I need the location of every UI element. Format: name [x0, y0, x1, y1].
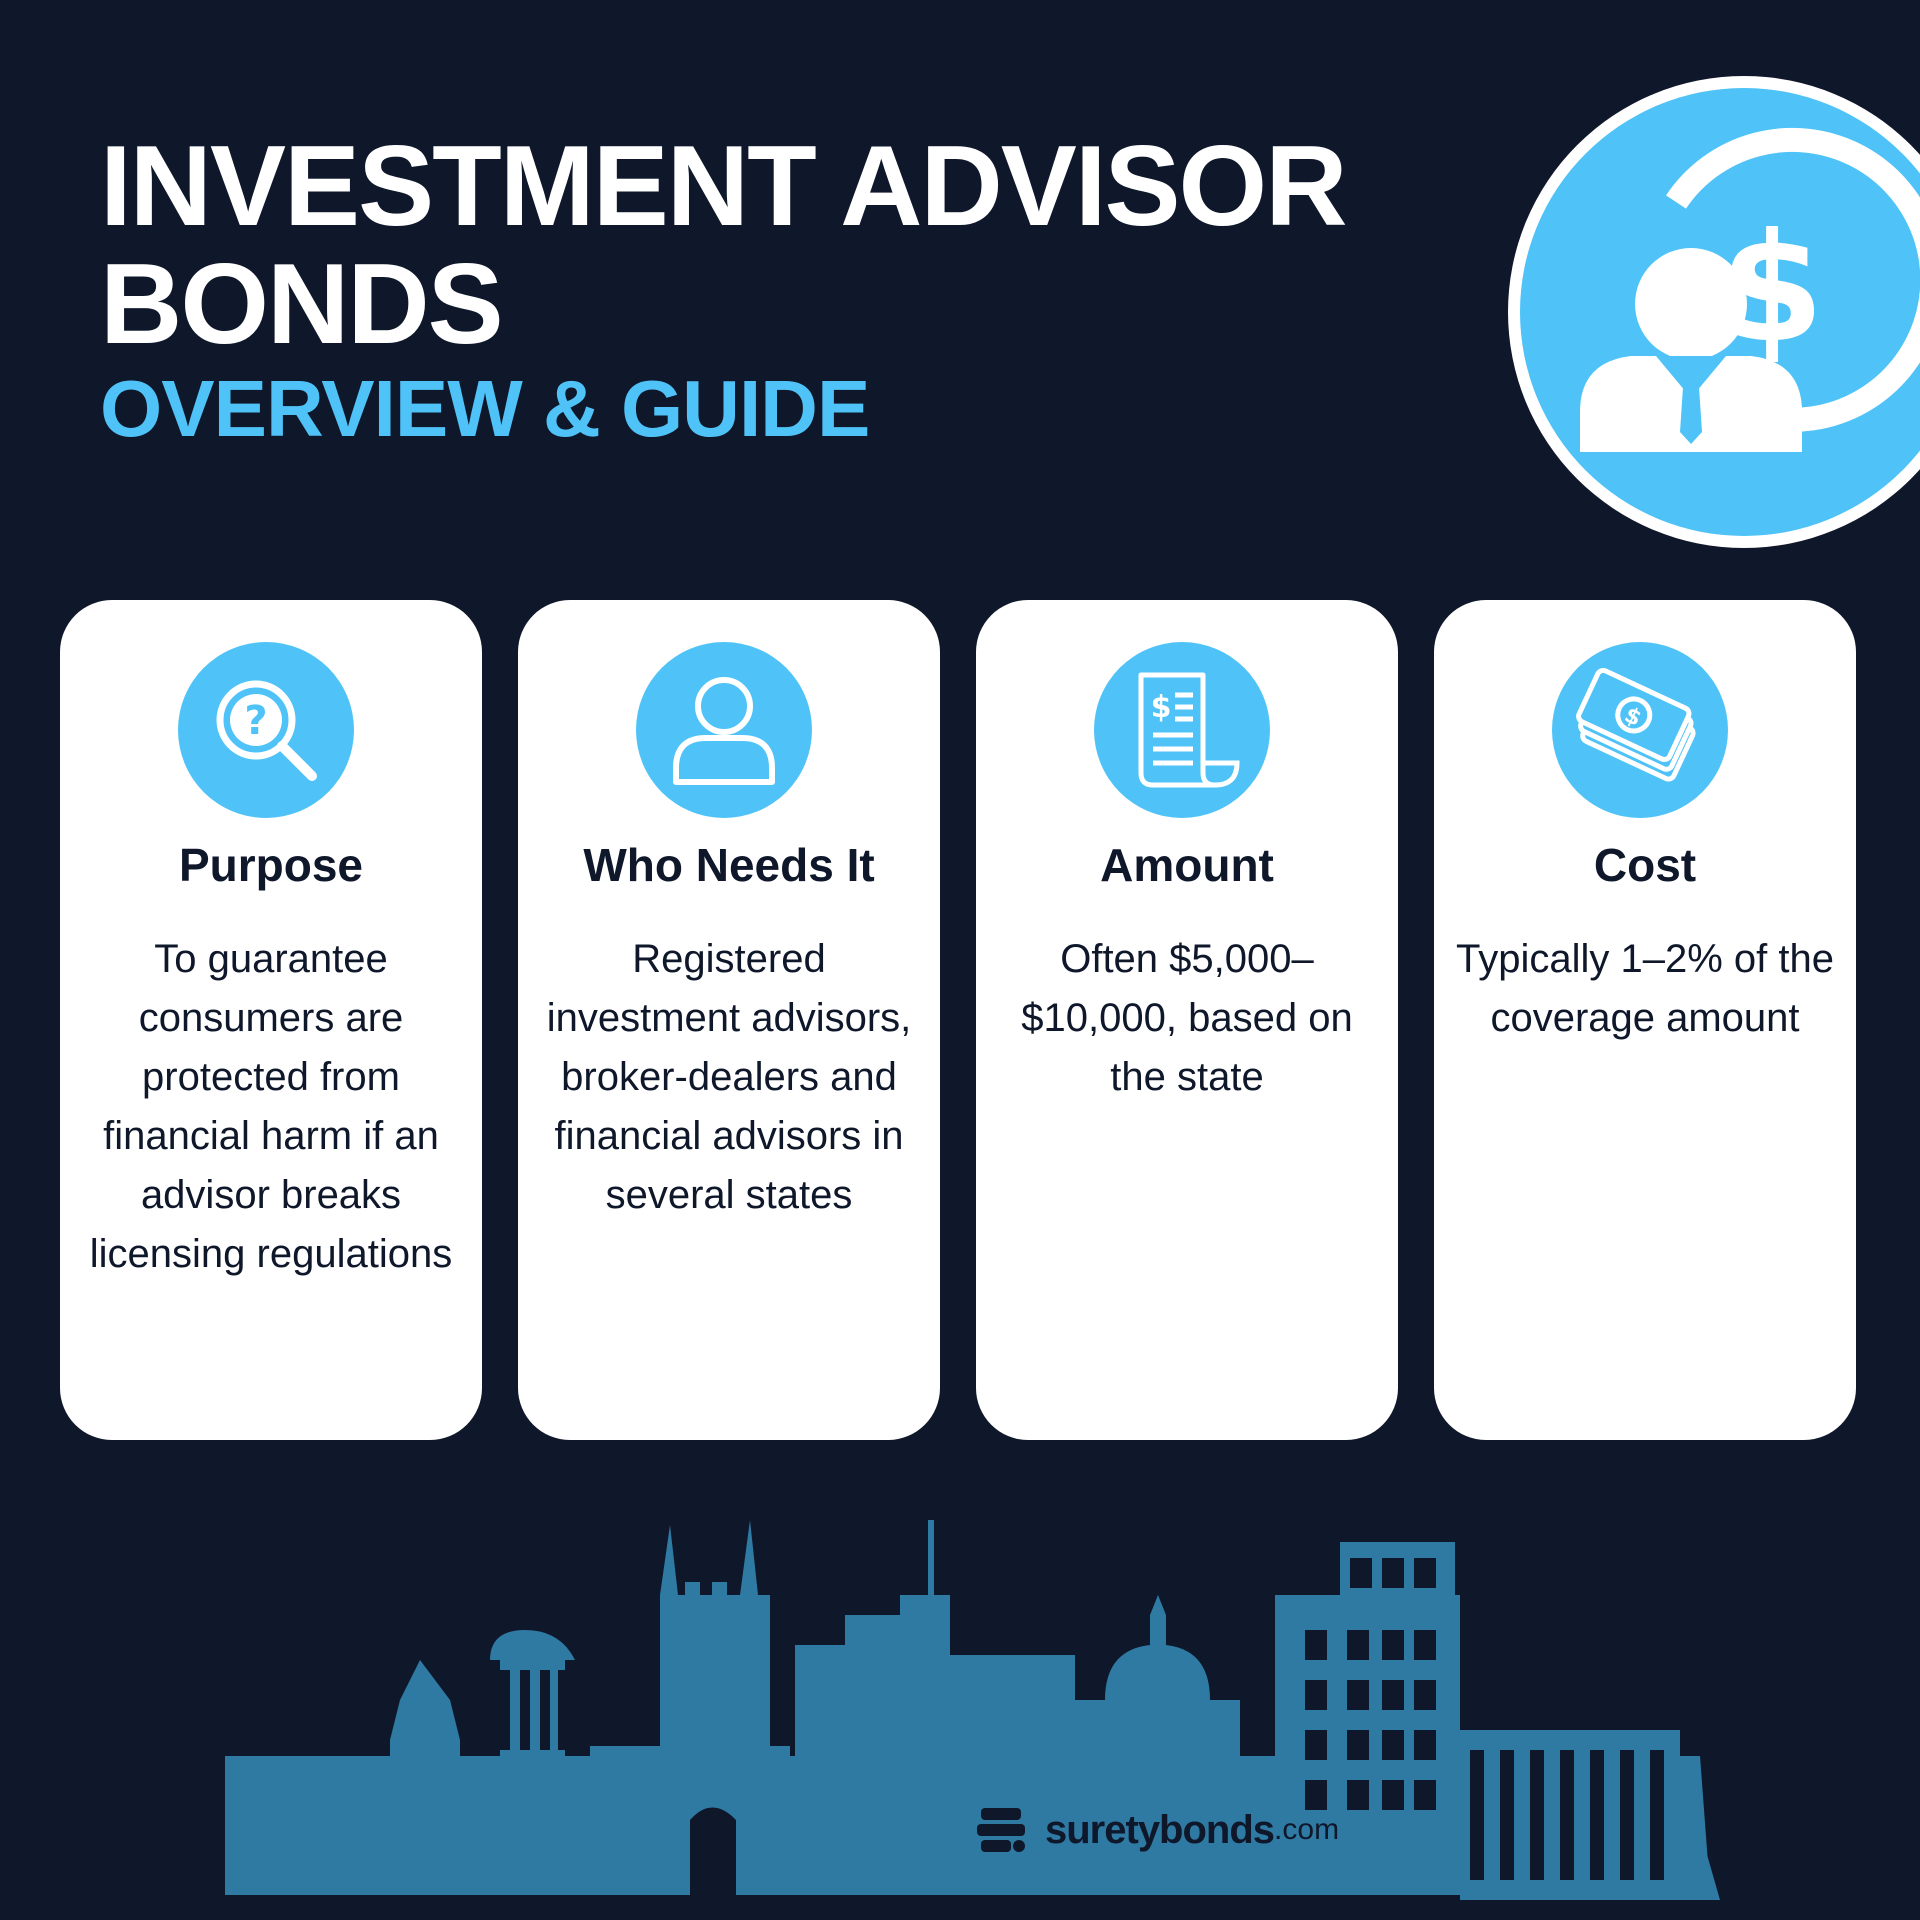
card-body: Typically 1–2% of the coverage amount: [1456, 937, 1834, 1040]
svg-text:?: ?: [244, 698, 267, 744]
card-badge: $: [1552, 642, 1728, 818]
card-badge: $: [1094, 642, 1270, 818]
card-heading: Amount: [1100, 839, 1274, 891]
city-skyline-graphic: [225, 1520, 1720, 1900]
card-badge: ?: [178, 642, 354, 818]
magnifier-question-icon: ?: [216, 680, 317, 781]
advisor-dollar-icon: $: [1508, 76, 1920, 548]
title-line-1: INVESTMENT ADVISOR: [100, 123, 1348, 250]
person-outline-icon: [673, 677, 775, 785]
card-cost: $ Cost Typically 1–2% of the coverage am…: [1434, 600, 1856, 1440]
logo-wordmark: suretybonds: [1045, 1807, 1275, 1852]
brand-logo[interactable]: suretybonds .com: [975, 1802, 1339, 1858]
money-stack-icon: $: [1576, 667, 1696, 782]
title-line-2: BONDS: [100, 241, 504, 368]
suretybonds-logo-icon: [977, 1808, 1025, 1852]
card-purpose: ? Purpose To guarantee consumers are pro…: [60, 600, 482, 1440]
card-amount: $ Amount Often $5,000–$10,000, based on …: [976, 600, 1398, 1440]
card-who-needs-it: Who Needs It Registered investment advis…: [518, 600, 940, 1440]
card-body: Often $5,000–$10,000, based on the state: [1021, 937, 1353, 1099]
document-dollar-icon: $: [1138, 672, 1240, 788]
page-subtitle: OVERVIEW & GUIDE: [100, 364, 870, 453]
card-heading: Who Needs It: [583, 839, 875, 891]
card-body: Registered investment advisors, broker-d…: [546, 937, 912, 1217]
svg-text:$: $: [1151, 690, 1172, 725]
logo-suffix: .com: [1274, 1813, 1340, 1846]
card-heading: Purpose: [178, 839, 364, 891]
card-body: To guarantee consumers are protected fro…: [89, 937, 453, 1276]
page-title: INVESTMENT ADVISOR BONDS: [100, 123, 1348, 368]
card-badge: [636, 642, 812, 818]
card-heading: Cost: [1593, 839, 1697, 891]
